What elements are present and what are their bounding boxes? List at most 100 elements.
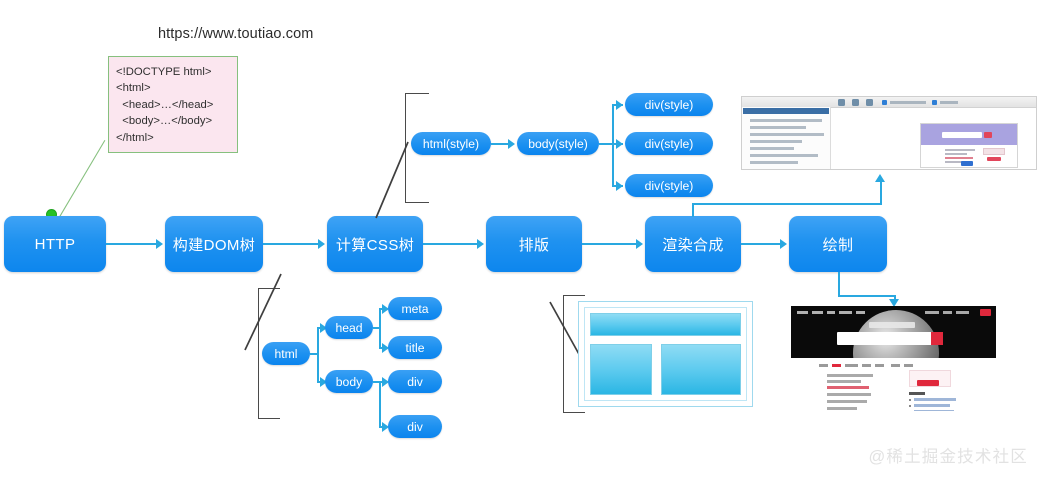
dom-node-head[interactable]: head (325, 316, 373, 339)
stage-composite[interactable]: 渲染合成 (645, 216, 741, 272)
devtools-screenshot (741, 96, 1037, 170)
devtools-tree-row-1 (750, 119, 822, 122)
arrowhead-http-to-dom-icon (156, 239, 163, 249)
devtools-page-text-row-1 (945, 149, 975, 151)
stage-compute-css[interactable]: 计算CSS树 (327, 216, 423, 272)
code-line-html-open: <html> (116, 82, 151, 95)
devtools-tree-row-7 (750, 161, 798, 164)
css-node-div-3[interactable]: div(style) (625, 174, 713, 197)
devtools-page-primary-button (961, 161, 973, 166)
arrowhead-body-to-div1-icon (382, 377, 389, 387)
rendered-page-sidebar-line-3 (914, 410, 954, 411)
dom-node-meta[interactable]: meta (388, 297, 442, 320)
html-source-code-box: <!DOCTYPE html> <html> <head>…</head> <b… (108, 56, 238, 153)
arrowhead-body-to-div2-icon (382, 422, 389, 432)
stage-layout[interactable]: 排版 (486, 216, 582, 272)
dom-node-div-2[interactable]: div (388, 415, 442, 438)
devtools-page-text-row-3 (945, 157, 973, 159)
arrowhead-css-div3-icon (616, 181, 623, 191)
connector-paint-down (838, 272, 840, 297)
connector-css-div-spine (612, 104, 614, 186)
rendered-page-sidebar-title (909, 392, 925, 395)
devtools-checkbox-2-label (940, 100, 958, 104)
rendered-page-article-line-4 (827, 393, 871, 396)
devtools-page-card (983, 148, 1005, 155)
css-node-div-2[interactable]: div(style) (625, 132, 713, 155)
rendered-page-nav-item-2 (812, 311, 823, 314)
dom-node-title[interactable]: title (388, 336, 442, 359)
connector-body-out (373, 381, 380, 383)
devtools-tree-row-5 (750, 147, 794, 150)
arrowhead-head-to-title-icon (382, 343, 389, 353)
devtools-tree-row-3 (750, 133, 824, 136)
stage-build-dom[interactable]: 构建DOM树 (165, 216, 263, 272)
rendered-page-nav-item-4 (839, 311, 852, 314)
rendered-page-login-button (980, 309, 991, 316)
code-line-head: <head>…</head> (116, 98, 214, 111)
dom-node-body[interactable]: body (325, 370, 373, 393)
rendered-page-nav-item-5 (856, 311, 865, 314)
devtools-toolbar-button-3-icon (866, 98, 873, 106)
layout-wireframe-left-block (590, 344, 652, 395)
connector-css-html-to-body (491, 143, 510, 145)
rendered-page-brand-title (869, 322, 915, 328)
rendered-page-tab-active (832, 364, 841, 367)
devtools-checkbox-1-label (890, 100, 926, 104)
watermark: @稀土掘金技术社区 (868, 448, 1028, 466)
rendered-page-nav-right-1 (925, 311, 939, 314)
devtools-tree-row-4 (750, 140, 802, 143)
css-node-div-1[interactable]: div(style) (625, 93, 713, 116)
arrowhead-dom-to-body-icon (320, 377, 327, 387)
rendered-page-tab-7 (904, 364, 913, 367)
css-node-html[interactable]: html(style) (411, 132, 491, 155)
devtools-page-search-field (942, 132, 982, 138)
code-line-html-close: </html> (116, 131, 154, 144)
arrowhead-dom-to-head-icon (320, 323, 327, 333)
dom-node-html[interactable]: html (262, 342, 310, 365)
devtools-checkbox-2-icon (932, 99, 937, 105)
rendered-page-tab-5 (875, 364, 884, 367)
devtools-page-text-row-4 (945, 161, 971, 163)
connector-layout-to-composite (582, 243, 637, 245)
stage-http[interactable]: HTTP (4, 216, 106, 272)
stage-paint[interactable]: 绘制 (789, 216, 887, 272)
arrowhead-css-to-layout-icon (477, 239, 484, 249)
connector-composite-up (692, 203, 694, 217)
devtools-toolbar-button-2-icon (852, 98, 859, 106)
connector-http-to-dom (106, 243, 158, 245)
devtools-toolbar-button-1-icon (838, 98, 845, 106)
rendered-page-sidebar-bullet-2 (909, 405, 911, 407)
layout-wireframe-header-block (590, 313, 741, 336)
devtools-tree-selected-row (743, 108, 829, 114)
connector-body-spine (379, 381, 381, 427)
rendered-page-tab-6 (891, 364, 900, 367)
devtools-page-text-row-2 (945, 153, 967, 155)
rendered-page-article-line-3 (827, 386, 869, 389)
rendered-page-nav-right-3 (956, 311, 969, 314)
http-anchor-dot-icon (47, 210, 56, 219)
connector-dom-html-out (310, 353, 318, 355)
rendered-page-nav-item-3 (827, 311, 835, 314)
devtools-toolbar (742, 97, 1036, 108)
rendered-page-article-line-2 (827, 380, 861, 383)
dom-node-div-1[interactable]: div (388, 370, 442, 393)
rendered-page-screenshot (791, 306, 996, 411)
connector-paint-to-page (894, 295, 896, 301)
connector-composite-to-devtools (880, 182, 882, 204)
rendered-page-search-field (837, 332, 943, 345)
devtools-layers-tree-panel (742, 107, 831, 169)
rendered-page-search-button (931, 332, 943, 345)
arrowhead-css-div1-icon (616, 100, 623, 110)
connector-css-to-layout (423, 243, 478, 245)
arrowhead-layout-to-composite-icon (636, 239, 643, 249)
rendered-page-hero (791, 306, 996, 358)
arrowhead-paint-to-page-icon (889, 299, 899, 307)
arrowhead-head-to-meta-icon (382, 304, 389, 314)
devtools-page-card-button (987, 157, 1001, 161)
rendered-page-sidebar-line-1 (914, 398, 956, 401)
css-node-body[interactable]: body(style) (517, 132, 599, 155)
code-line-doctype: <!DOCTYPE html> (116, 66, 212, 78)
rendered-page-sidebar-bullet-1 (909, 399, 911, 401)
rendered-page-nav-item-1 (797, 311, 808, 314)
